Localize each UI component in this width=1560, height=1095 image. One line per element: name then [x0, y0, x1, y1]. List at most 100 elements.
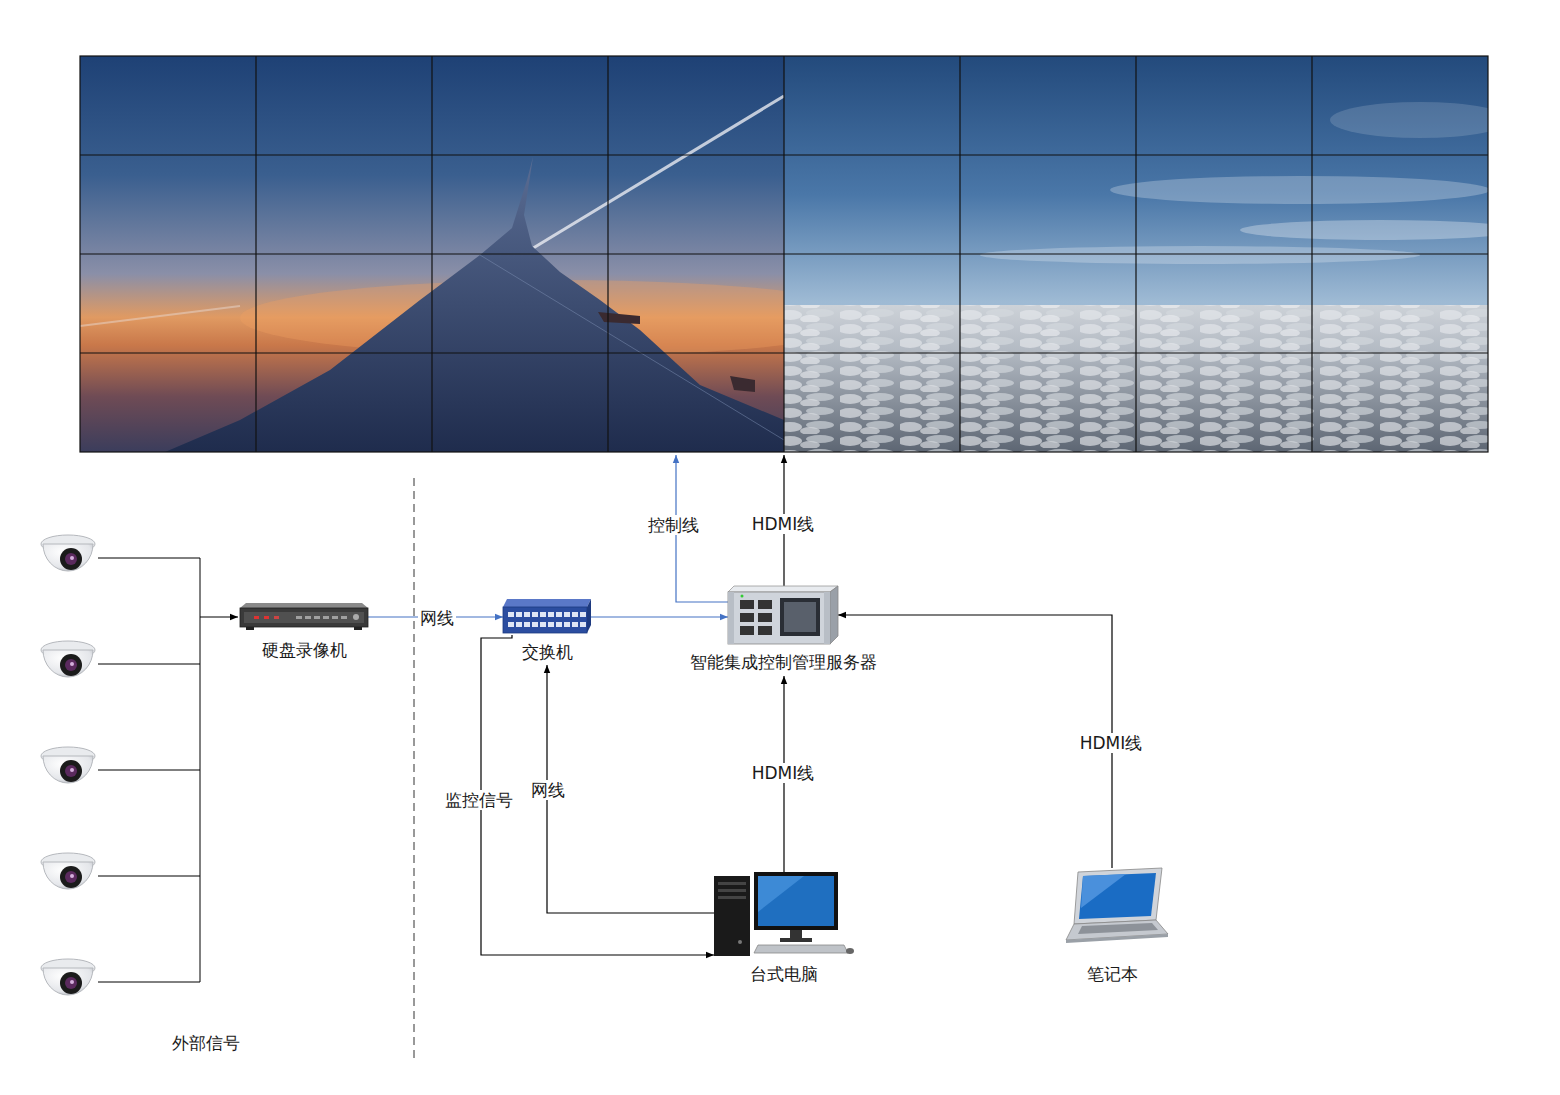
- icon-part: [758, 626, 772, 635]
- illustration-part: [730, 376, 755, 392]
- connector: [838, 615, 1112, 868]
- icon-part: [556, 612, 562, 617]
- icon-part: [580, 622, 586, 627]
- icon-part: [714, 876, 750, 956]
- illustration-part: [41, 747, 95, 783]
- device-caption: 硬盘录像机: [262, 640, 347, 660]
- illustration-part: [480, 255, 784, 440]
- illustration-part: [200, 617, 238, 618]
- icon-part: [754, 872, 838, 930]
- icon-part: [524, 612, 530, 617]
- icon-part: [240, 603, 368, 630]
- connector: [481, 635, 714, 955]
- icon-part: [741, 595, 744, 598]
- icon-part: [1081, 874, 1126, 908]
- icon-part: [314, 616, 320, 619]
- signal-label: HDMI线: [750, 514, 817, 534]
- icon-part: [341, 616, 347, 619]
- icon-part: [1079, 873, 1156, 919]
- connector-label: 网线: [418, 608, 456, 628]
- icon-part: [728, 586, 838, 644]
- icon-part: [564, 612, 570, 617]
- device-icon: [503, 599, 591, 635]
- illustration-part: [98, 770, 200, 771]
- icon-part: [503, 599, 591, 633]
- icon-part: [846, 948, 854, 954]
- connector: [547, 665, 714, 913]
- illustration-part: [980, 246, 1420, 264]
- illustration-part: [98, 982, 200, 983]
- icon-part: [332, 616, 338, 619]
- icon-part: [572, 622, 578, 627]
- illustration-part: [98, 558, 200, 559]
- icon-part: [587, 599, 591, 633]
- icon-part: [728, 586, 838, 592]
- device-icon: [240, 603, 368, 631]
- icon-part: [1078, 923, 1158, 934]
- connector-label: 监控信号: [443, 790, 515, 810]
- illustration-part: [41, 535, 95, 571]
- icon-part: [754, 945, 848, 953]
- icon-part: [758, 876, 804, 912]
- icon-part: [758, 613, 772, 622]
- icon-part: [740, 613, 754, 622]
- icon-part: [516, 622, 522, 627]
- icon-part: [254, 616, 259, 619]
- device-icon: [714, 872, 854, 958]
- icon-part: [718, 896, 746, 899]
- icon-part: [718, 882, 746, 885]
- laptop-device: 笔记本: [1056, 868, 1168, 946]
- camera-wires: [98, 558, 238, 982]
- illustration-part: [598, 312, 640, 324]
- icon-part: [548, 622, 554, 627]
- icon-part: [508, 612, 514, 617]
- icon-part: [532, 612, 538, 617]
- icon-part: [516, 612, 522, 617]
- illustration-part: [165, 157, 784, 452]
- icon-part: [353, 614, 359, 620]
- device-icon: [1056, 868, 1168, 946]
- device-caption: 笔记本: [1087, 964, 1138, 984]
- icon-part: [824, 592, 830, 644]
- icon-part: [524, 622, 530, 627]
- camera-group: [41, 535, 95, 995]
- illustration-part: [1330, 102, 1510, 138]
- device-caption: 交换机: [522, 642, 573, 662]
- icon-part: [780, 938, 812, 942]
- icon-part: [784, 602, 816, 632]
- illustration-part: [80, 306, 240, 326]
- icon-part: [572, 612, 578, 617]
- connector-label: HDMI线: [1078, 733, 1145, 753]
- illustration-part: [80, 56, 1488, 452]
- divider-line: [414, 478, 415, 1058]
- icon-part: [296, 616, 302, 619]
- icon-part: [244, 612, 364, 623]
- device-icon: [728, 586, 838, 644]
- icon-part: [580, 612, 586, 617]
- icon-part: [740, 626, 754, 635]
- illustration-part: [41, 641, 95, 677]
- illustration-part: [1110, 176, 1490, 204]
- illustration-part: [1240, 220, 1520, 240]
- illustration-part: [80, 352, 1488, 353]
- icon-part: [323, 616, 329, 619]
- illustration-part: [98, 664, 200, 665]
- server-device: 智能集成控制管理服务器: [728, 586, 838, 644]
- icon-part: [564, 622, 570, 627]
- icon-part: [758, 600, 772, 609]
- illustration-part: [80, 56, 1488, 452]
- icon-part: [728, 592, 830, 644]
- icon-part: [1066, 934, 1168, 943]
- icon-part: [540, 622, 546, 627]
- switch-device: 交换机: [503, 599, 591, 635]
- illustration-part: [80, 154, 1488, 155]
- icon-part: [740, 600, 754, 609]
- connector-label: HDMI线: [750, 763, 817, 783]
- icon-part: [758, 876, 834, 926]
- icon-part: [738, 940, 742, 944]
- icon-part: [508, 622, 514, 627]
- desktop-device: 台式电脑: [714, 872, 854, 958]
